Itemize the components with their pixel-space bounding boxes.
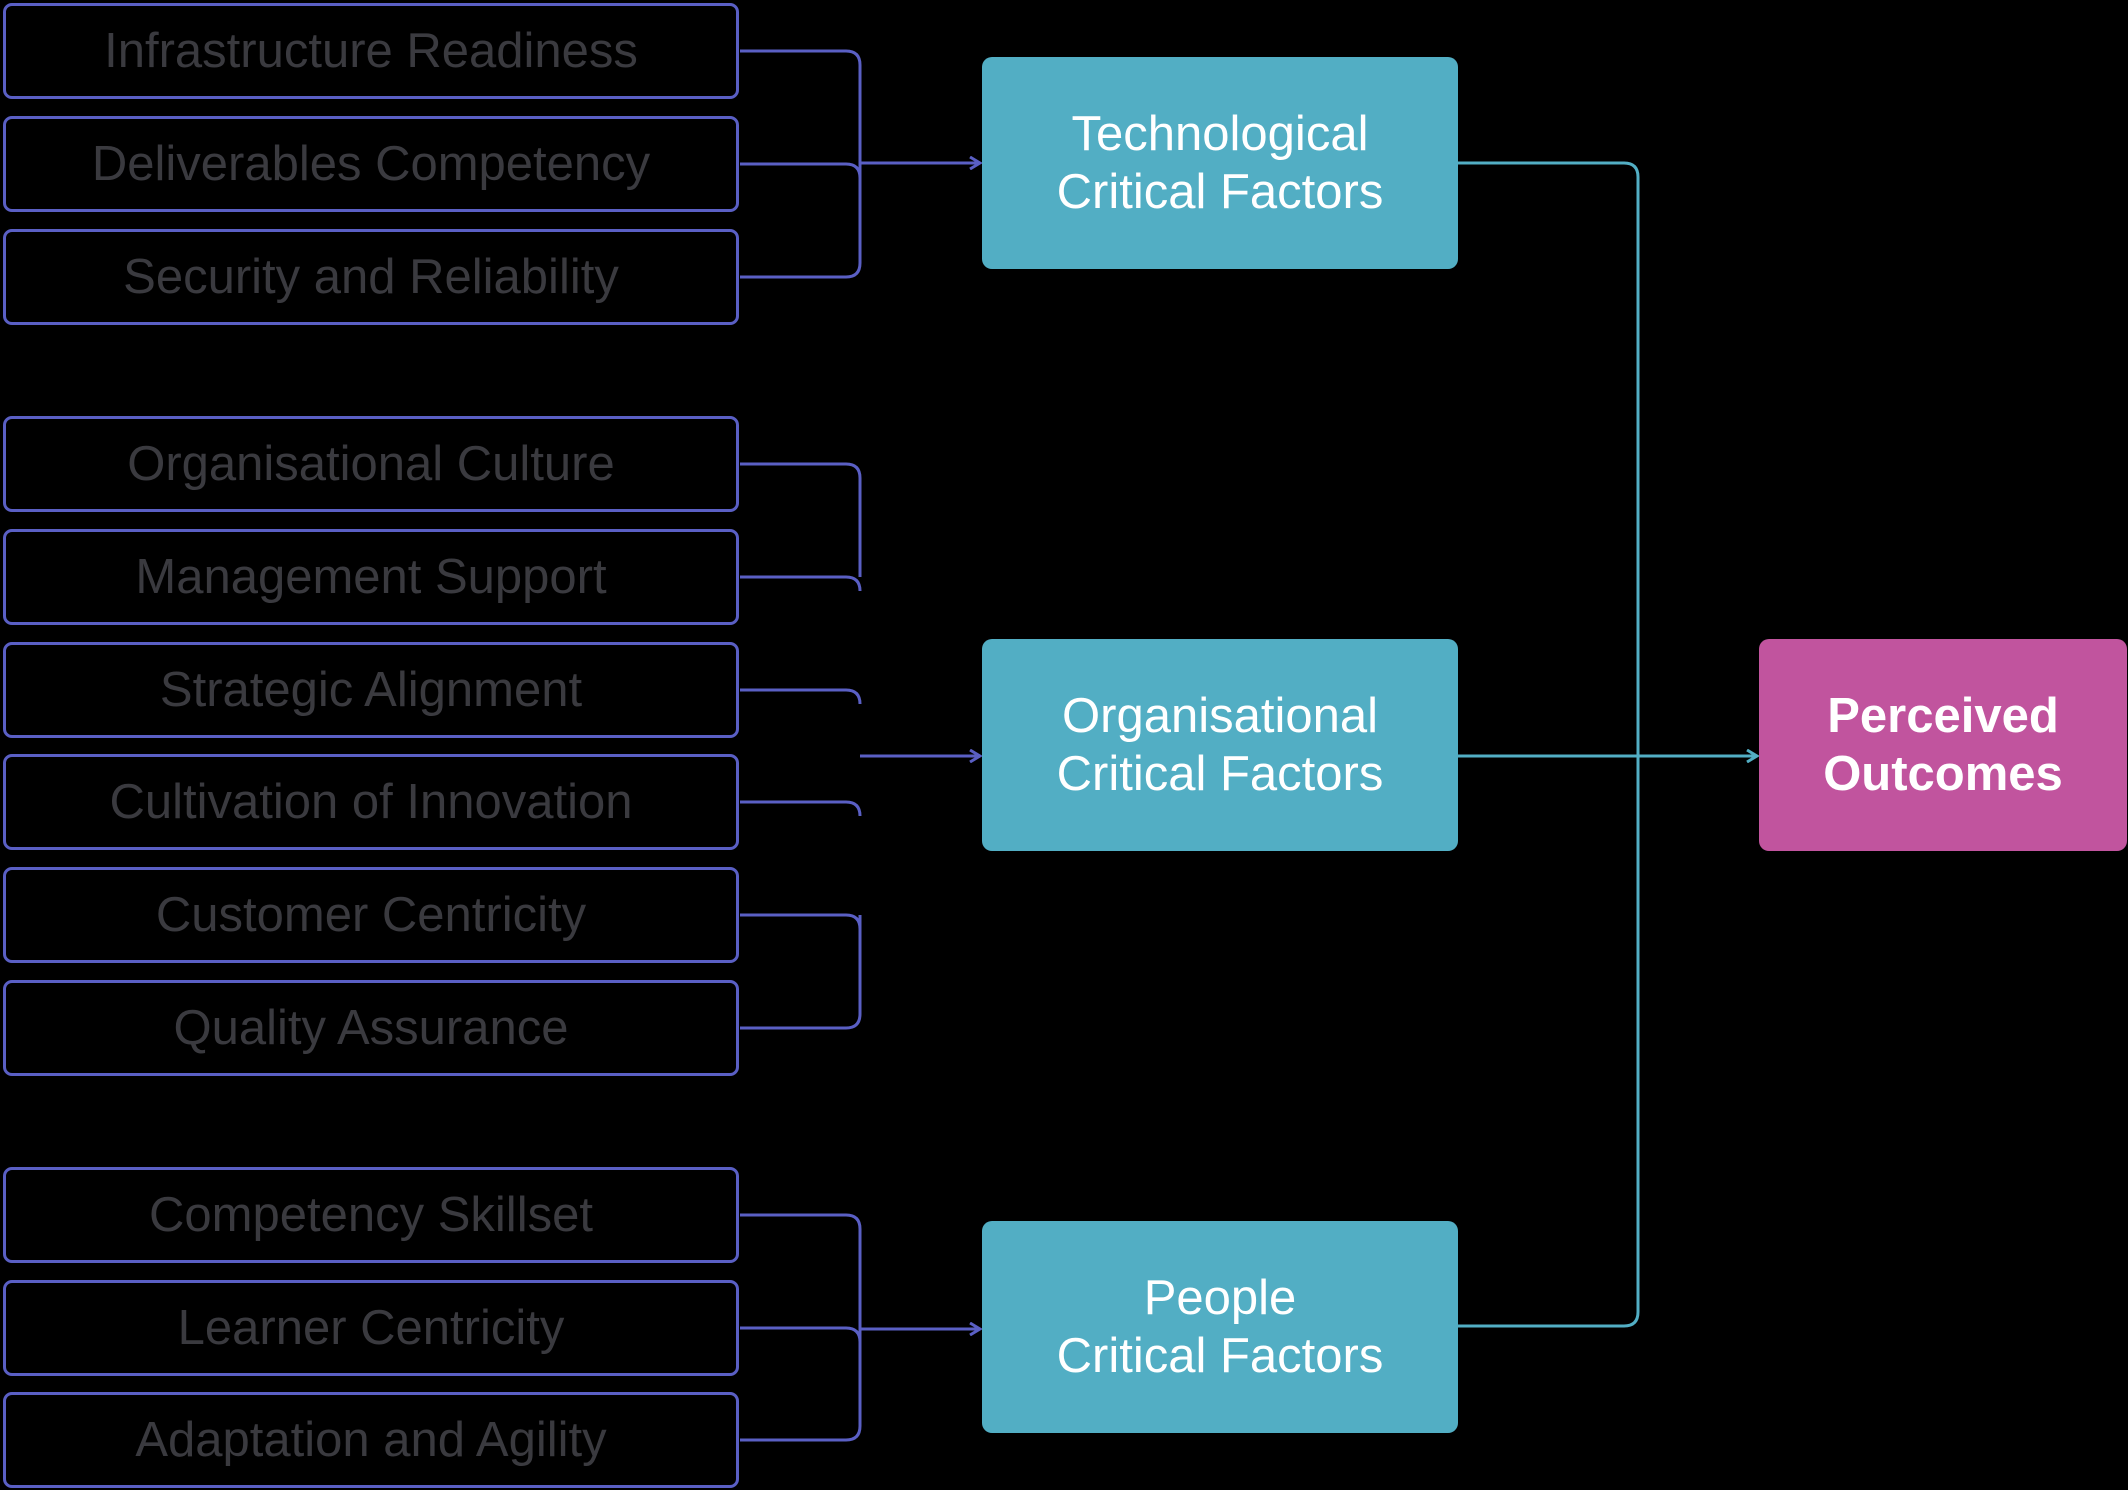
factor-label: Organisational Culture (127, 437, 615, 491)
category-people: People Critical Factors (982, 1221, 1458, 1433)
factor-label: Competency Skillset (149, 1188, 593, 1242)
factor-connector (740, 688, 862, 705)
factor-infrastructure-readiness: Infrastructure Readiness (3, 3, 739, 99)
factor-connector (740, 1326, 862, 1343)
factor-strategic-alignment: Strategic Alignment (3, 642, 739, 738)
factor-label: Adaptation and Agility (135, 1413, 607, 1467)
outcome-label-line: Outcomes (1823, 747, 2063, 801)
category-technological: Technological Critical Factors (982, 57, 1458, 269)
factor-security-and-reliability: Security and Reliability (3, 229, 739, 325)
factor-connector (740, 1327, 862, 1442)
factor-label: Infrastructure Readiness (104, 24, 638, 78)
factor-connector (740, 575, 862, 592)
factor-connector (740, 49, 862, 164)
factor-label: Management Support (135, 550, 607, 604)
factor-connector (740, 913, 862, 930)
factor-connector (740, 1213, 862, 1328)
factor-label: Security and Reliability (123, 250, 619, 304)
factor-label: Quality Assurance (173, 1001, 569, 1055)
category-label-line: Critical Factors (1056, 747, 1384, 801)
factor-adaptation-and-agility: Adaptation and Agility (3, 1392, 739, 1488)
category-label-line: Critical Factors (1056, 165, 1384, 219)
category-label-line: Organisational (1062, 689, 1378, 743)
factor-organisational-culture: Organisational Culture (3, 416, 739, 512)
factor-deliverables-competency: Deliverables Competency (3, 116, 739, 212)
factor-management-support: Management Support (3, 529, 739, 625)
category-label-line: Critical Factors (1056, 1329, 1384, 1383)
category-label-line: Technological (1071, 107, 1369, 161)
factor-cultivation-of-innovation: Cultivation of Innovation (3, 754, 739, 850)
outcome-label-line: Perceived (1827, 689, 2059, 743)
factor-connector (740, 462, 862, 577)
factor-label: Learner Centricity (177, 1301, 565, 1355)
category-bus (1458, 161, 1640, 1328)
factor-connector (740, 164, 862, 279)
factor-label: Cultivation of Innovation (109, 775, 633, 829)
perceived-outcomes-box: Perceived Outcomes (1759, 639, 2127, 851)
factor-connector (740, 915, 862, 1030)
category-label-line: People (1143, 1271, 1297, 1325)
factor-quality-assurance: Quality Assurance (3, 980, 739, 1076)
factor-learner-centricity: Learner Centricity (3, 1280, 739, 1376)
factor-label: Customer Centricity (155, 888, 587, 942)
factor-label: Strategic Alignment (159, 663, 583, 717)
factor-connector (740, 162, 862, 179)
factor-label: Deliverables Competency (91, 137, 651, 191)
factor-customer-centricity: Customer Centricity (3, 867, 739, 963)
factor-connector (740, 800, 862, 817)
category-organisational: Organisational Critical Factors (982, 639, 1458, 851)
factor-competency-skillset: Competency Skillset (3, 1167, 739, 1263)
